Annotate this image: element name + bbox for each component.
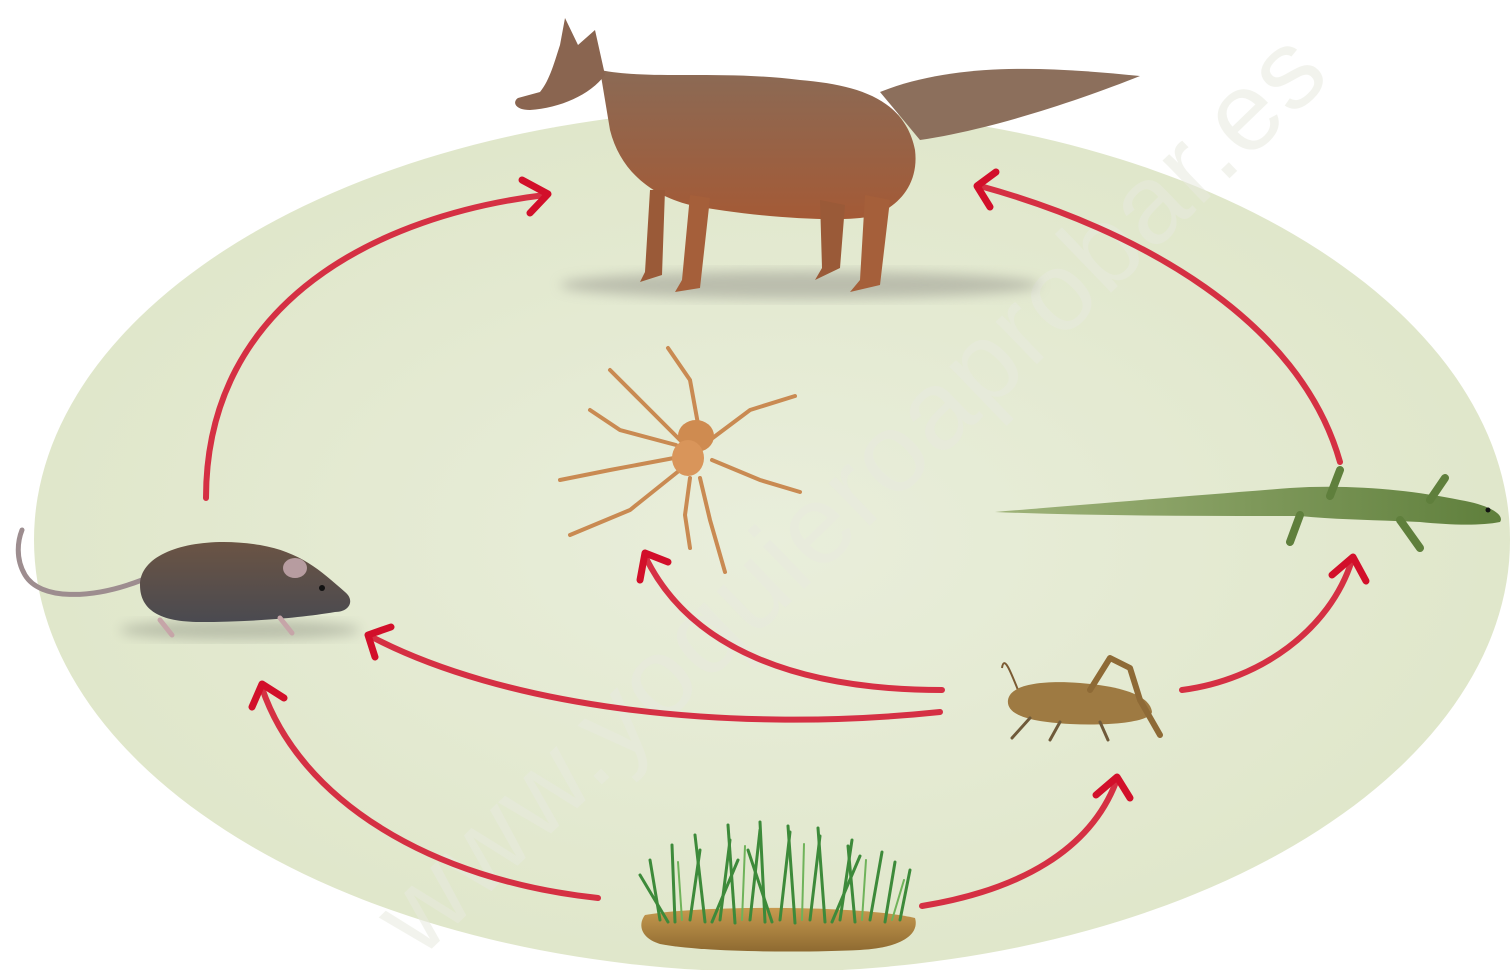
fox-shadow — [560, 271, 1040, 299]
lizard-eye — [1486, 508, 1491, 513]
rat-shadow — [120, 620, 360, 640]
rat-ear — [283, 558, 307, 578]
spider-cephalothorax — [672, 440, 704, 476]
fox-tail — [880, 69, 1140, 140]
fox-head — [515, 18, 605, 110]
rat-eye — [319, 585, 325, 591]
